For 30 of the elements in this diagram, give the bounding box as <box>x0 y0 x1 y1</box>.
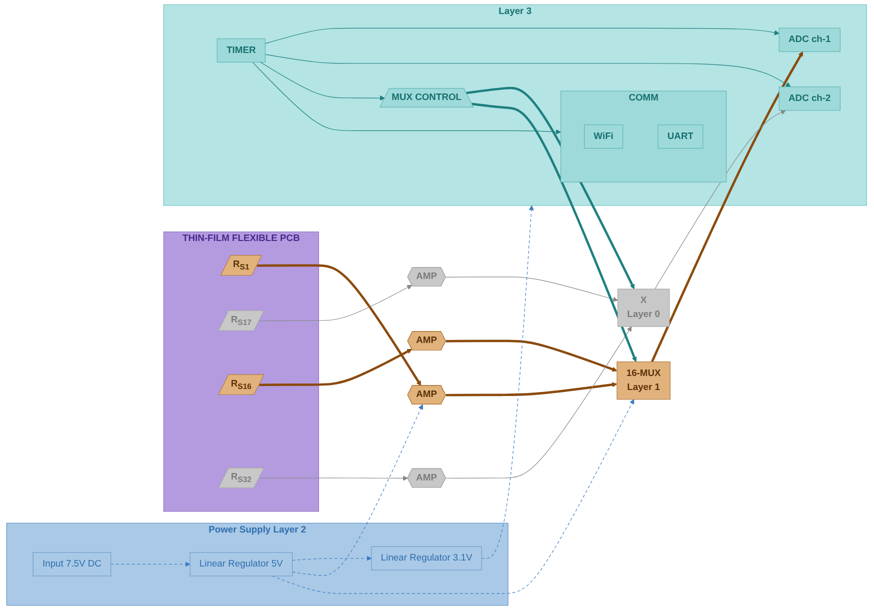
node-box: Input 7.5V DC <box>33 552 112 576</box>
arrow <box>272 399 635 594</box>
arrow <box>252 62 562 134</box>
arrow <box>259 284 412 322</box>
node-box: WiFi <box>584 124 624 149</box>
arrow <box>446 340 618 372</box>
arrow <box>265 54 792 88</box>
arrow <box>292 556 372 561</box>
node-box: TIMER <box>217 38 266 62</box>
arrow <box>265 28 780 44</box>
node-box: Linear Regulator 3.1V <box>372 546 482 570</box>
arrow <box>259 476 408 481</box>
arrow <box>472 102 638 362</box>
node-box: X Layer 0 <box>618 288 670 327</box>
node-box: ADC ch-1 <box>779 28 841 52</box>
arrow <box>446 382 618 396</box>
arrow <box>257 264 422 386</box>
arrow <box>651 51 804 362</box>
node-box: 16-MUX Layer 1 <box>617 362 671 400</box>
node-box: Linear Regulator 5V <box>190 552 293 576</box>
arrow <box>292 404 424 576</box>
arrow <box>260 348 412 386</box>
arrow <box>446 326 632 479</box>
node-box: UART <box>658 124 704 149</box>
arrow <box>482 205 534 559</box>
arrow <box>446 276 618 302</box>
arrow <box>654 110 786 290</box>
arrow <box>110 562 191 567</box>
arrow <box>260 62 386 101</box>
node-box: ADC ch-2 <box>779 86 841 111</box>
